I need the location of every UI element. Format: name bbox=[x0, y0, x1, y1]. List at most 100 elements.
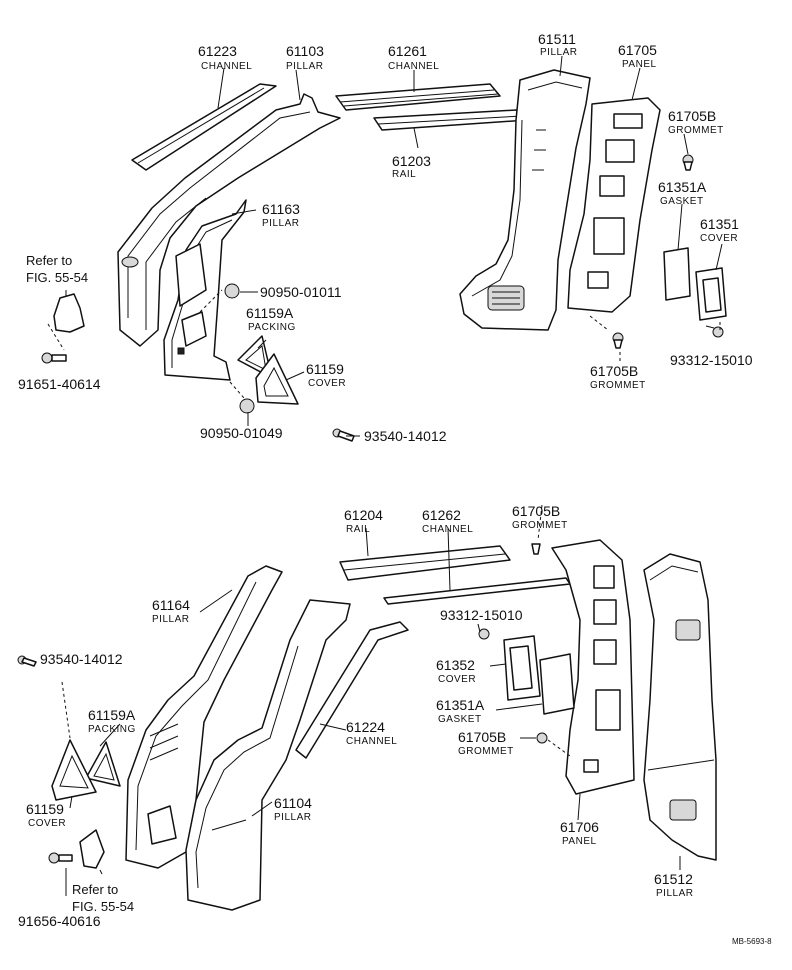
clip-ref-top-drawing bbox=[53, 293, 85, 333]
pillar-61512-drawing bbox=[643, 553, 717, 861]
svg-text:61706: 61706 bbox=[560, 819, 599, 835]
label-61204: 61204 RAIL bbox=[344, 507, 383, 535]
svg-text:PILLAR: PILLAR bbox=[152, 614, 189, 625]
svg-text:61224: 61224 bbox=[346, 719, 385, 735]
svg-text:61705: 61705 bbox=[618, 42, 657, 58]
svg-text:61351: 61351 bbox=[700, 216, 739, 232]
gasket-61351a-low-drawing bbox=[539, 653, 575, 715]
svg-text:91651-40614: 91651-40614 bbox=[18, 376, 101, 392]
bolt-91651-drawing bbox=[41, 352, 67, 364]
pillar-61103-drawing bbox=[117, 93, 341, 347]
svg-text:90950-01049: 90950-01049 bbox=[200, 425, 283, 441]
label-61203: 61203 RAIL bbox=[392, 153, 431, 180]
label-61159a-low: 61159A PACKING bbox=[88, 707, 136, 735]
svg-text:61103: 61103 bbox=[286, 43, 324, 59]
label-61512: 61512 PILLAR bbox=[654, 871, 693, 899]
svg-text:GASKET: GASKET bbox=[438, 714, 482, 725]
svg-text:GROMMET: GROMMET bbox=[458, 746, 514, 757]
svg-text:93312-15010: 93312-15010 bbox=[440, 607, 523, 623]
label-61159-low: 61159 COVER bbox=[26, 801, 66, 829]
cover-61159-low-drawing bbox=[51, 739, 97, 801]
leader-lines bbox=[47, 55, 723, 896]
grommet-61705b-low2-drawing bbox=[536, 732, 548, 744]
bolt-93540-top-drawing bbox=[332, 428, 355, 442]
label-61705b-low: 61705B GROMMET bbox=[512, 503, 568, 531]
packing-61159a-low-drawing bbox=[85, 741, 121, 787]
rail-61204-drawing bbox=[339, 545, 511, 581]
svg-text:GROMMET: GROMMET bbox=[512, 520, 568, 531]
svg-text:Refer to: Refer to bbox=[26, 253, 72, 268]
clip-90950-01049-drawing bbox=[239, 398, 255, 414]
label-93540-top: 93540-14012 bbox=[364, 428, 447, 444]
footer-code: MB-5693-8 bbox=[732, 937, 772, 946]
svg-text:PILLAR: PILLAR bbox=[262, 218, 299, 229]
label-61351: 61351 COVER bbox=[700, 216, 739, 244]
refer-fig-top: Refer to FIG. 55-54 bbox=[26, 253, 88, 285]
svg-text:Refer to: Refer to bbox=[72, 882, 118, 897]
label-61103: 61103 PILLAR bbox=[286, 43, 324, 72]
svg-text:COVER: COVER bbox=[700, 233, 738, 244]
label-61164: 61164 PILLAR bbox=[152, 597, 190, 625]
svg-text:61159A: 61159A bbox=[246, 305, 294, 321]
label-61705b-low2: 61705B GROMMET bbox=[458, 729, 514, 757]
svg-text:CHANNEL: CHANNEL bbox=[388, 61, 439, 72]
label-61705: 61705 PANEL bbox=[618, 42, 657, 70]
svg-text:61203: 61203 bbox=[392, 153, 431, 169]
label-61223: 61223 CHANNEL bbox=[198, 43, 252, 72]
label-90950-01049: 90950-01049 bbox=[200, 425, 283, 441]
cover-61159-drawing bbox=[255, 353, 299, 405]
grommet-61705b-low-drawing bbox=[531, 543, 541, 555]
vent-grille-61512-bottom bbox=[669, 799, 697, 821]
panel-61705-drawing bbox=[567, 97, 661, 313]
svg-text:RAIL: RAIL bbox=[346, 524, 370, 535]
svg-text:61511: 61511 bbox=[538, 31, 576, 47]
svg-text:GASKET: GASKET bbox=[660, 196, 704, 207]
svg-text:PILLAR: PILLAR bbox=[286, 61, 323, 72]
label-61351a-low: 61351A GASKET bbox=[436, 697, 485, 725]
svg-text:61204: 61204 bbox=[344, 507, 383, 523]
pillar-61163-drawing bbox=[163, 199, 247, 381]
svg-text:61159A: 61159A bbox=[88, 707, 136, 723]
label-90950-01011: 90950-01011 bbox=[260, 284, 342, 300]
svg-text:RAIL: RAIL bbox=[392, 169, 416, 180]
svg-text:61159: 61159 bbox=[26, 801, 64, 817]
label-61706: 61706 PANEL bbox=[560, 819, 599, 847]
pillar-61511-drawing bbox=[459, 69, 591, 331]
label-93312-low: 93312-15010 bbox=[440, 607, 523, 623]
svg-text:GROMMET: GROMMET bbox=[668, 125, 724, 136]
label-61705b-mid: 61705B GROMMET bbox=[590, 363, 645, 391]
label-91651: 91651-40614 bbox=[18, 376, 101, 392]
svg-text:61705B: 61705B bbox=[458, 729, 506, 745]
svg-text:93540-14012: 93540-14012 bbox=[40, 651, 123, 667]
svg-text:61159: 61159 bbox=[306, 361, 344, 377]
label-61261: 61261 CHANNEL bbox=[388, 43, 439, 72]
svg-text:COVER: COVER bbox=[28, 818, 66, 829]
pillar-61104-drawing bbox=[185, 599, 351, 911]
clip-ref-bottom-drawing bbox=[79, 829, 105, 869]
label-61352: 61352 COVER bbox=[436, 657, 476, 685]
svg-text:PILLAR: PILLAR bbox=[274, 812, 311, 823]
grommet-61705b-mid-drawing bbox=[612, 332, 624, 349]
svg-text:90950-01011: 90950-01011 bbox=[260, 284, 342, 300]
panel-61706-drawing bbox=[551, 539, 635, 795]
bolt-93540-low-drawing bbox=[17, 655, 37, 667]
svg-text:61223: 61223 bbox=[198, 43, 237, 59]
label-61705b-top: 61705B GROMMET bbox=[668, 108, 724, 136]
svg-text:91656-40616: 91656-40616 bbox=[18, 913, 101, 929]
svg-text:61351A: 61351A bbox=[436, 697, 485, 713]
label-61159a-top: 61159A PACKING bbox=[246, 305, 295, 333]
svg-text:93312-15010: 93312-15010 bbox=[670, 352, 753, 368]
svg-text:FIG. 55-54: FIG. 55-54 bbox=[72, 899, 134, 914]
screw-93312-top-drawing bbox=[705, 325, 724, 338]
channel-61224-drawing bbox=[295, 621, 409, 759]
svg-text:PACKING: PACKING bbox=[88, 724, 136, 735]
label-93312-top: 93312-15010 bbox=[670, 352, 753, 368]
svg-text:COVER: COVER bbox=[308, 378, 346, 389]
svg-text:61352: 61352 bbox=[436, 657, 475, 673]
svg-text:61163: 61163 bbox=[262, 201, 300, 217]
svg-text:61705B: 61705B bbox=[590, 363, 638, 379]
svg-text:61262: 61262 bbox=[422, 507, 461, 523]
rail-61203-drawing bbox=[373, 109, 529, 131]
label-61163: 61163 PILLAR bbox=[262, 201, 300, 229]
